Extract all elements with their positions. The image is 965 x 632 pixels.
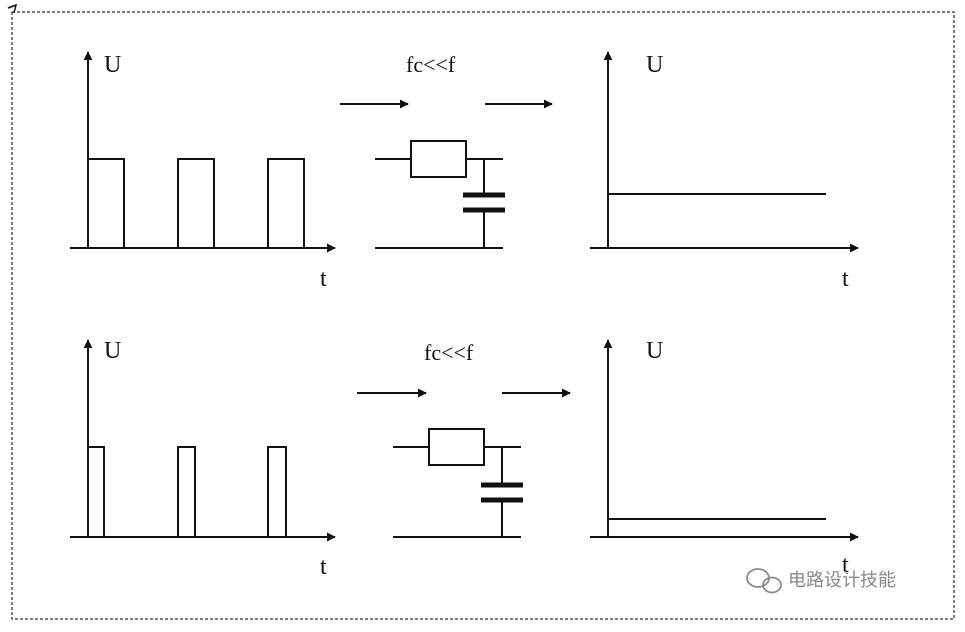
y-axis-label: U [104, 52, 121, 78]
watermark: 电路设计技能 [746, 568, 896, 594]
resistor [410, 140, 467, 178]
pulse-waveform [87, 446, 287, 538]
y-axis-label: U [104, 338, 121, 364]
input-plot-1: U t [70, 51, 336, 292]
x-axis-label: t [842, 266, 849, 292]
x-axis-label: t [320, 266, 327, 292]
row-1: U t fc<<f U t [70, 51, 859, 292]
wechat-icon [746, 568, 782, 594]
dashed-border [11, 11, 955, 620]
y-axis-label: U [646, 338, 663, 364]
corner-mark [7, 3, 18, 14]
rc-filter-2 [393, 428, 523, 538]
y-axis-label: U [646, 52, 663, 78]
input-plot-2: U t [70, 338, 336, 580]
output-plot-2: U t [590, 338, 859, 578]
watermark-text: 电路设计技能 [788, 570, 896, 591]
x-axis-label: t [320, 554, 327, 580]
output-plot-1: U t [590, 51, 859, 292]
row-2: U t fc<<f U t [70, 338, 859, 580]
pulse-waveform [87, 158, 305, 249]
filter-condition: fc<<f [406, 52, 456, 77]
filter-condition: fc<<f [424, 340, 474, 365]
resistor [428, 428, 485, 466]
rc-filter-1 [375, 140, 505, 249]
x-axis-label: t [842, 552, 849, 578]
